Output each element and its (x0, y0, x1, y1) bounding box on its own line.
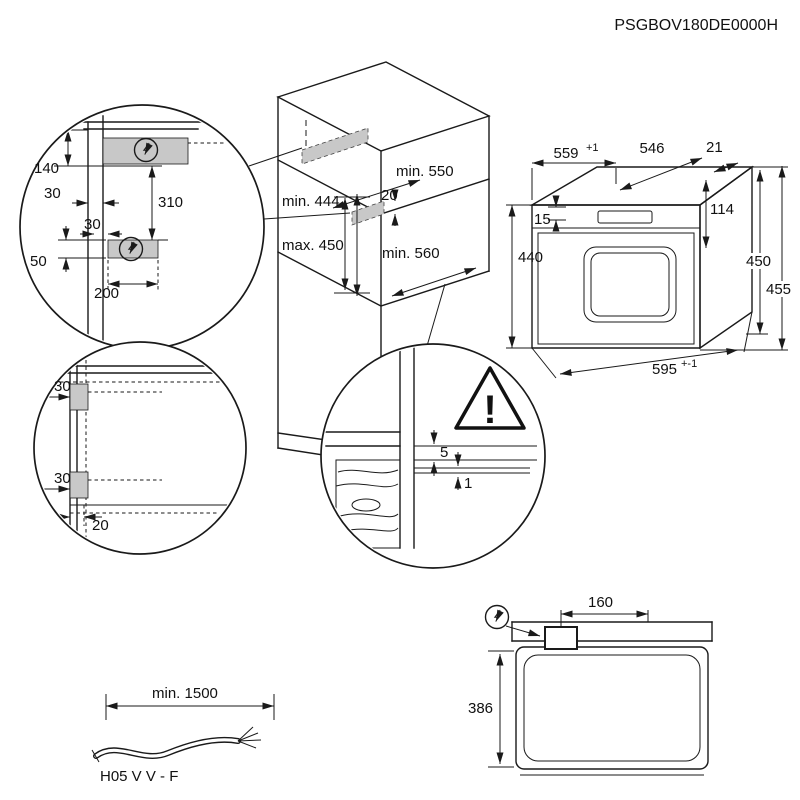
spacer-block-upper (69, 383, 89, 411)
dim-min-1500: min. 1500 (152, 685, 218, 702)
dim-max-450: max. 450 (282, 237, 344, 254)
dim-310: 310 (158, 194, 183, 211)
dim-546: 546 (639, 140, 664, 157)
detail-circle-outline (320, 343, 546, 569)
mount-rail-upper (102, 137, 189, 165)
cabinet-top-face (276, 61, 491, 152)
dim-min-444: min. 444 (282, 193, 340, 210)
dim-140: 140 (34, 160, 59, 177)
dim-15: 15 (534, 211, 551, 228)
dim-30-top: 30 (44, 185, 61, 202)
detail-side-mount: 140 30 310 30 50 200 (19, 104, 265, 350)
oven-front-face (531, 204, 701, 349)
dim-21: 21 (706, 139, 723, 156)
warning-triangle-icon (454, 366, 526, 430)
vent-cutout-upper (301, 127, 369, 165)
warning-exclamation: ! (483, 388, 496, 432)
power-cable: min. 1500 H05 V V - F (91, 685, 275, 785)
dim-30-plan-a: 30 (54, 378, 71, 395)
dim-min-550: min. 550 (396, 163, 454, 180)
oven-isometric: 559 +1 546 21 15 114 440 450 455 (506, 139, 797, 379)
cable-wire-ends (91, 726, 262, 763)
cable-type-label: H05 V V - F (100, 768, 178, 785)
cabinet-isometric: min. 550 20 min. 444 max. 450 min. 560 (276, 61, 491, 465)
dim-30-plan-b: 30 (54, 470, 71, 487)
detail-plan-view: 30 30 20 (33, 341, 247, 555)
dim-5: 5 (440, 444, 448, 461)
dim-455: 455 (766, 281, 791, 298)
detail-edge-trim: ! 5 1 (320, 343, 546, 569)
oven-door (537, 232, 695, 345)
dim-595: 595 (652, 361, 677, 378)
mains-terminal-box (544, 626, 578, 650)
oven-body-outline (515, 646, 709, 770)
dim-114: 114 (710, 201, 734, 218)
oven-display (597, 210, 653, 224)
dim-595-tolerance: +-1 (681, 358, 697, 370)
dim-160: 160 (588, 594, 613, 611)
spacer-block-lower (69, 471, 89, 499)
dim-559: 559 (553, 145, 578, 162)
dim-200: 200 (94, 285, 119, 302)
oven-top-view: 160 386 (468, 594, 713, 776)
dim-50: 50 (30, 253, 47, 270)
dim-20-cabinet: 20 (381, 187, 398, 204)
dim-450: 450 (746, 253, 771, 270)
electrical-symbol-icon (486, 606, 509, 629)
dim-559-tolerance: +1 (586, 142, 599, 154)
detail-circle-outline (33, 341, 247, 555)
part-code: PSGBOV180DE0000H (614, 17, 778, 34)
oven-top-face (529, 166, 755, 206)
mount-rail-lower (107, 239, 159, 259)
dim-30-mid: 30 (84, 216, 101, 233)
dim-440: 440 (518, 249, 543, 266)
dim-min-560: min. 560 (382, 245, 440, 262)
dim-20-plan: 20 (92, 517, 109, 534)
oven-door-window (583, 246, 677, 323)
dim-1: 1 (464, 475, 472, 492)
dim-386: 386 (468, 700, 493, 717)
